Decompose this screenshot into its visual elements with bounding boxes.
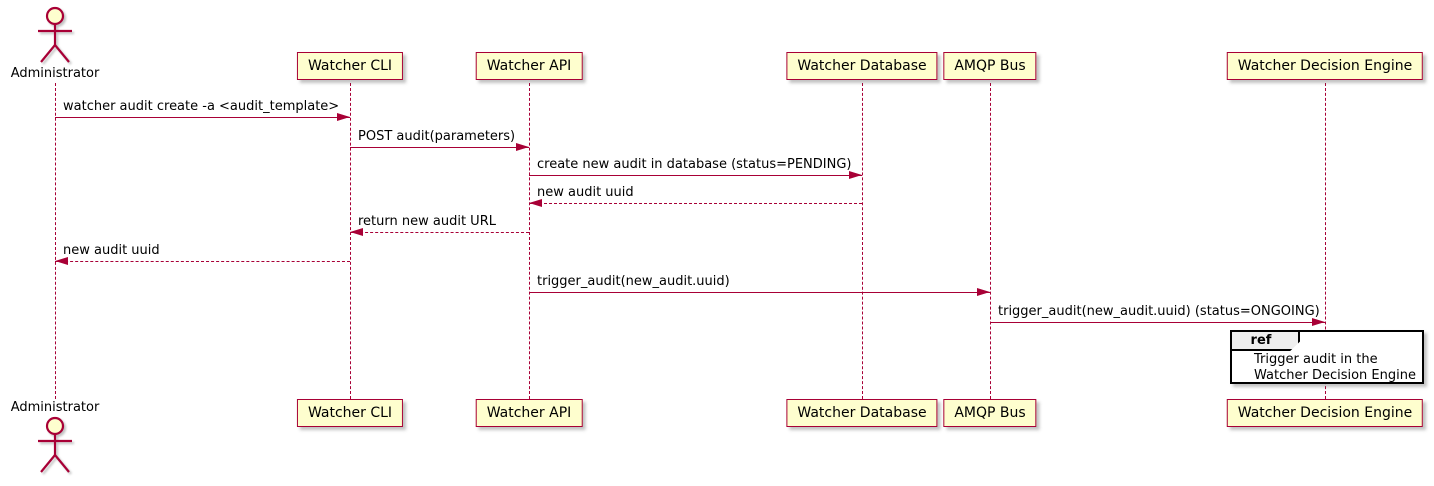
lifeline-watcher-database <box>862 83 863 399</box>
message-label: return new audit URL <box>358 214 496 229</box>
message-label: new audit uuid <box>63 243 160 258</box>
participant-top-watcher-decision-engine: Watcher Decision Engine <box>1226 52 1424 80</box>
participant-bottom-watcher-api: Watcher API <box>475 399 583 427</box>
message-arrowhead <box>516 143 529 151</box>
participant-bottom-amqp-bus: AMQP Bus <box>943 399 1037 427</box>
ref-text: Trigger audit in the Watcher Decision En… <box>1254 352 1416 383</box>
message-line <box>990 322 1325 323</box>
message-label: new audit uuid <box>537 185 634 200</box>
participant-top-watcher-cli: Watcher CLI <box>296 52 404 80</box>
message-label: create new audit in database (status=PEN… <box>537 157 852 172</box>
message-arrowhead <box>55 257 68 265</box>
participant-top-watcher-database: Watcher Database <box>786 52 938 80</box>
message-arrowhead <box>337 113 350 121</box>
participant-top-amqp-bus: AMQP Bus <box>943 52 1037 80</box>
message-arrowhead <box>529 199 542 207</box>
participant-bottom-watcher-cli: Watcher CLI <box>296 399 404 427</box>
actor-icon <box>38 6 72 63</box>
actor-icon <box>38 416 72 473</box>
lifeline-administrator <box>55 83 56 399</box>
message-label: watcher audit create -a <audit_template> <box>63 99 340 114</box>
lifeline-watcher-cli <box>350 83 351 399</box>
ref-text-line1: Trigger audit in the <box>1254 352 1378 367</box>
lifeline-amqp-bus <box>990 83 991 399</box>
message-arrowhead <box>849 171 862 179</box>
participant-bottom-watcher-database: Watcher Database <box>786 399 938 427</box>
message-arrowhead <box>977 288 990 296</box>
participant-bottom-watcher-decision-engine: Watcher Decision Engine <box>1226 399 1424 427</box>
message-line <box>55 117 350 118</box>
message-line <box>350 147 529 148</box>
message-arrowhead <box>350 228 363 236</box>
message-label: trigger_audit(new_audit.uuid) <box>537 274 730 289</box>
ref-keyword-tab: ref <box>1230 330 1300 351</box>
message-label: POST audit(parameters) <box>358 129 516 144</box>
message-line <box>529 203 862 204</box>
ref-text-line2: Watcher Decision Engine <box>1254 367 1416 383</box>
message-line <box>529 292 990 293</box>
participant-top-watcher-api: Watcher API <box>475 52 583 80</box>
message-line <box>529 175 862 176</box>
actor-label-bottom: Administrator <box>10 400 100 415</box>
message-line <box>55 261 350 262</box>
actor-label-top: Administrator <box>10 66 100 81</box>
message-label: trigger_audit(new_audit.uuid) (status=ON… <box>998 304 1320 319</box>
message-line <box>350 232 529 233</box>
message-arrowhead <box>1312 318 1325 326</box>
ref-fragment: ref Trigger audit in the Watcher Decisio… <box>1230 330 1424 384</box>
lifeline-watcher-api <box>529 83 530 399</box>
lifeline-watcher-decision-engine <box>1325 83 1326 399</box>
